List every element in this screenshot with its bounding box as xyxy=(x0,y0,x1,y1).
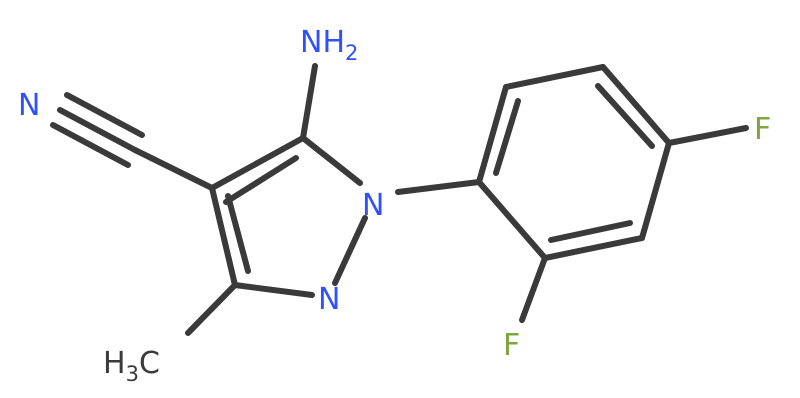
fluoro-ortho-label: F xyxy=(503,328,520,363)
bond-nitrile-3 xyxy=(64,92,145,138)
nitrile-n-label: N xyxy=(18,88,40,123)
methyl-label: H3C xyxy=(103,346,160,386)
amino-label: NH2 xyxy=(300,25,358,65)
ring-n1-label: N xyxy=(362,188,384,223)
bond-c5-nh2 xyxy=(300,63,318,141)
bond-c3-c4 xyxy=(209,185,238,288)
bond-ph-c1-c2 xyxy=(476,84,509,185)
bond-nitrile-2 xyxy=(50,122,131,168)
bond-c3-ch3 xyxy=(185,282,238,336)
bond-c5-n1 xyxy=(300,135,363,186)
bond-ph-c2-c3 xyxy=(503,64,606,90)
bond-ph-c5-c6 xyxy=(542,235,645,261)
fluoro-para-label: F xyxy=(754,112,771,147)
bond-ph-c3-c4-inner xyxy=(595,83,655,149)
bond-c4-c5 xyxy=(209,135,306,191)
bond-ph-c1-c2-inner xyxy=(493,98,521,176)
bond-c3-c4-inner xyxy=(225,193,251,274)
bond-ph-c6-c1 xyxy=(476,179,548,261)
bond-nitrile-1 xyxy=(57,107,138,153)
bond-n1-n2 xyxy=(332,215,368,286)
bond-ph-c3-c4 xyxy=(600,64,672,146)
bond-c4-c5-inner xyxy=(223,155,299,205)
bond-ph-f-para xyxy=(666,125,749,146)
bond-n2-c3 xyxy=(232,282,315,298)
bond-ph-f-ortho xyxy=(519,255,548,323)
bond-ph-c5-c6-inner xyxy=(548,220,633,243)
bond-c4-cn xyxy=(132,147,215,191)
bond-n1-phenyl xyxy=(395,179,482,195)
bond-ph-c4-c5 xyxy=(639,140,672,241)
ring-n2-label: N xyxy=(318,282,340,317)
